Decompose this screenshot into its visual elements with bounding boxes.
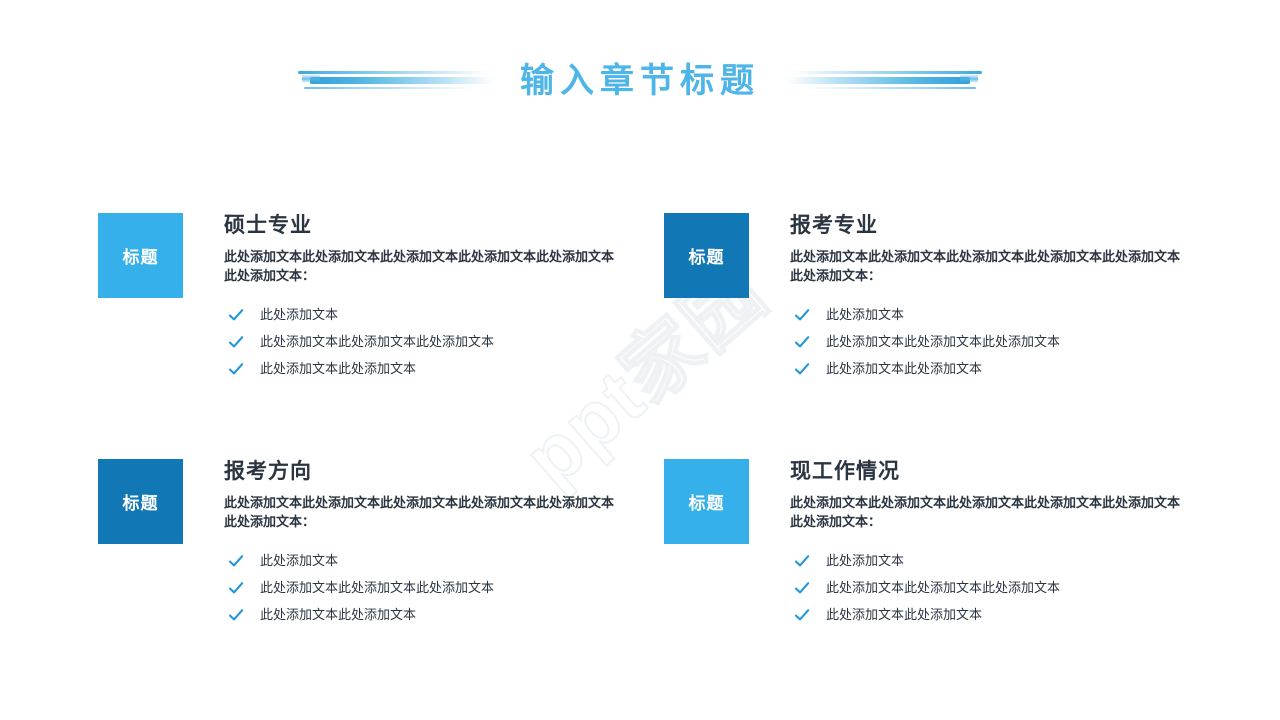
check-icon <box>794 553 810 569</box>
block-badge-label: 标题 <box>122 494 159 513</box>
list-item-label: 此处添加文本 <box>260 307 339 322</box>
block-bullet-list: 此处添加文本 此处添加文本此处添加文本此处添加文本 此处添加文本此处添加文本 <box>224 301 618 382</box>
list-item-label: 此处添加文本此处添加文本 <box>260 361 417 376</box>
check-icon <box>794 580 810 596</box>
list-item-label: 此处添加文本此处添加文本 <box>826 607 983 622</box>
block-bullet-list: 此处添加文本 此处添加文本此处添加文本此处添加文本 此处添加文本此处添加文本 <box>790 547 1184 628</box>
check-icon <box>228 580 244 596</box>
block-badge-label: 标题 <box>688 248 725 267</box>
list-item: 此处添加文本此处添加文本此处添加文本 <box>790 574 1184 601</box>
block-heading: 报考专业 <box>790 214 878 237</box>
block-heading: 报考方向 <box>224 460 312 483</box>
block-description: 此处添加文本此处添加文本此处添加文本此处添加文本此处添加文本此处添加文本： <box>790 249 1181 283</box>
list-item: 此处添加文本此处添加文本 <box>224 355 618 382</box>
list-item: 此处添加文本此处添加文本 <box>224 601 618 628</box>
list-item-label: 此处添加文本此处添加文本 <box>260 607 417 622</box>
check-icon <box>794 307 810 323</box>
check-icon <box>228 307 244 323</box>
title-decoration-left-icon <box>288 62 493 102</box>
check-icon <box>794 361 810 377</box>
list-item: 此处添加文本此处添加文本 <box>790 601 1184 628</box>
block-body: 现工作情况 此处添加文本此处添加文本此处添加文本此处添加文本此处添加文本此处添加… <box>790 459 1184 628</box>
list-item: 此处添加文本此处添加文本此处添加文本 <box>790 328 1184 355</box>
block-body: 报考方向 此处添加文本此处添加文本此处添加文本此处添加文本此处添加文本此处添加文… <box>224 459 618 628</box>
list-item-label: 此处添加文本此处添加文本此处添加文本 <box>826 580 1061 595</box>
block-bullet-list: 此处添加文本 此处添加文本此处添加文本此处添加文本 此处添加文本此处添加文本 <box>790 301 1184 382</box>
list-item: 此处添加文本 <box>790 301 1184 328</box>
list-item: 此处添加文本 <box>790 547 1184 574</box>
block-badge: 标题 <box>98 459 183 544</box>
block-body: 硕士专业 此处添加文本此处添加文本此处添加文本此处添加文本此处添加文本此处添加文… <box>224 213 618 382</box>
list-item: 此处添加文本此处添加文本此处添加文本 <box>224 328 618 355</box>
list-item: 此处添加文本 <box>224 547 618 574</box>
block-body: 报考专业 此处添加文本此处添加文本此处添加文本此处添加文本此处添加文本此处添加文… <box>790 213 1184 382</box>
check-icon <box>794 607 810 623</box>
list-item-label: 此处添加文本 <box>826 307 905 322</box>
list-item-label: 此处添加文本 <box>826 553 905 568</box>
title-decoration-right-icon <box>787 62 992 102</box>
list-item-label: 此处添加文本 <box>260 553 339 568</box>
block-badge: 标题 <box>664 459 749 544</box>
block-heading: 硕士专业 <box>224 214 312 237</box>
block-bullet-list: 此处添加文本 此处添加文本此处添加文本此处添加文本 此处添加文本此处添加文本 <box>224 547 618 628</box>
check-icon <box>228 361 244 377</box>
list-item: 此处添加文本此处添加文本 <box>790 355 1184 382</box>
block-badge: 标题 <box>98 213 183 298</box>
check-icon <box>794 334 810 350</box>
list-item-label: 此处添加文本此处添加文本此处添加文本 <box>826 334 1061 349</box>
list-item-label: 此处添加文本此处添加文本 <box>826 361 983 376</box>
block-badge-label: 标题 <box>688 494 725 513</box>
block-description: 此处添加文本此处添加文本此处添加文本此处添加文本此处添加文本此处添加文本： <box>224 495 615 529</box>
block-badge-label: 标题 <box>122 248 159 267</box>
list-item-label: 此处添加文本此处添加文本此处添加文本 <box>260 580 495 595</box>
check-icon <box>228 553 244 569</box>
check-icon <box>228 607 244 623</box>
block-description: 此处添加文本此处添加文本此处添加文本此处添加文本此处添加文本此处添加文本： <box>224 249 615 283</box>
block-heading: 现工作情况 <box>790 460 900 483</box>
block-description: 此处添加文本此处添加文本此处添加文本此处添加文本此处添加文本此处添加文本： <box>790 495 1181 529</box>
list-item: 此处添加文本 <box>224 301 618 328</box>
list-item-label: 此处添加文本此处添加文本此处添加文本 <box>260 334 495 349</box>
block-badge: 标题 <box>664 213 749 298</box>
check-icon <box>228 334 244 350</box>
slide-header: 输入章节标题 <box>0 52 1280 114</box>
list-item: 此处添加文本此处添加文本此处添加文本 <box>224 574 618 601</box>
page-title: 输入章节标题 <box>520 62 760 100</box>
